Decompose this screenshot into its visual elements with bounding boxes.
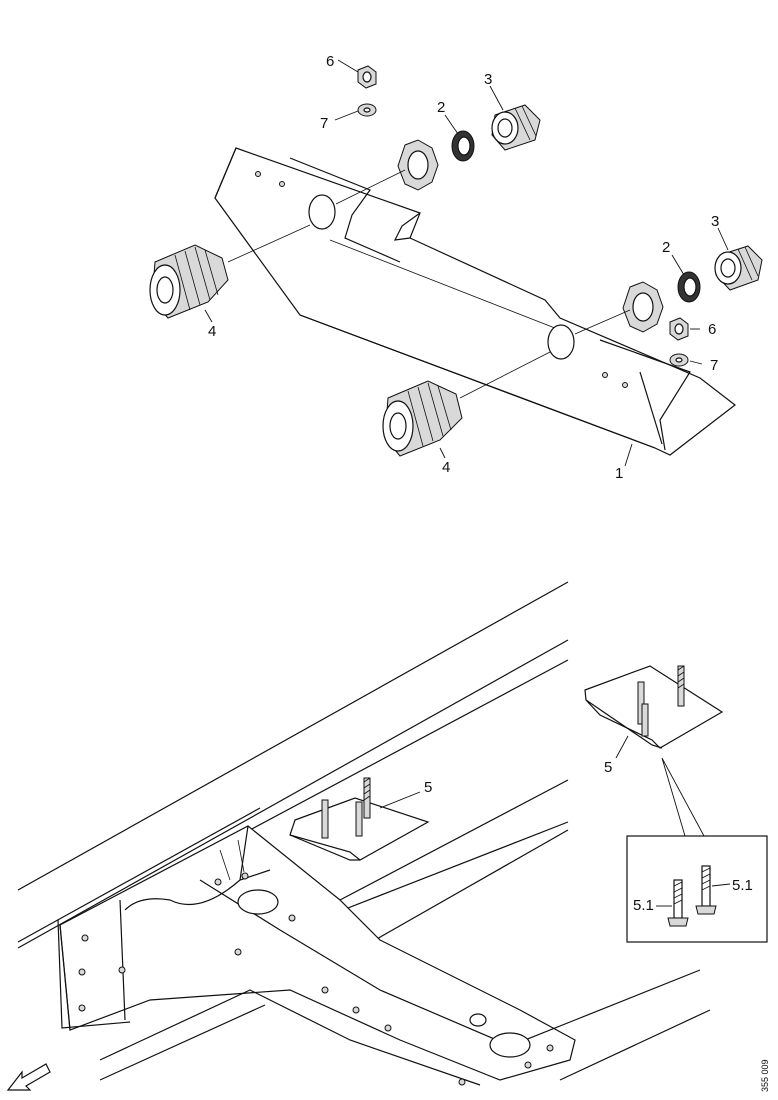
assembly-lines xyxy=(227,169,631,399)
frame-assembly: 5 5 5.1 5.1 xyxy=(17,581,768,1086)
callout-1: 1 xyxy=(615,465,623,482)
callout-2-right: 2 xyxy=(662,239,670,256)
mounting-plate-detail xyxy=(584,665,724,749)
leader-lines xyxy=(204,59,729,467)
cable-fitting-upper xyxy=(491,104,541,151)
nut-upper xyxy=(357,65,377,89)
callout-2-top: 2 xyxy=(437,99,445,116)
callout-7-top: 7 xyxy=(320,115,328,132)
callout-5-1-left: 5.1 xyxy=(633,897,654,914)
sealing-washer-lower xyxy=(677,271,701,303)
lock-nut-upper xyxy=(397,139,439,191)
chassis-frame xyxy=(17,581,711,1086)
callout-4-bottom: 4 xyxy=(442,459,450,476)
callout-6-right: 6 xyxy=(708,321,716,338)
direction-arrow-icon xyxy=(6,1063,51,1091)
lock-nut-lower xyxy=(622,281,664,333)
nut-lower xyxy=(669,317,689,341)
callout-5-1-right: 5.1 xyxy=(732,877,753,894)
cable-fitting-lower xyxy=(714,245,763,291)
callout-6-top: 6 xyxy=(326,53,334,70)
bracket-assembly: 6 7 2 3 2 3 6 7 4 4 1 xyxy=(149,53,763,482)
figure-ref: 355 009 xyxy=(760,1059,770,1092)
bolt-detail-box xyxy=(626,757,768,943)
frame-leader-lines xyxy=(379,735,731,907)
callout-4-left: 4 xyxy=(208,323,216,340)
callout-3-top: 3 xyxy=(484,71,492,88)
washer-lower xyxy=(669,353,689,367)
cable-gland-bottom xyxy=(382,380,463,457)
callout-5-frame: 5 xyxy=(424,779,432,796)
callout-5-plate: 5 xyxy=(604,759,612,776)
mounting-bracket xyxy=(214,147,736,456)
washer-upper xyxy=(357,103,377,117)
sealing-washer-upper xyxy=(451,130,475,162)
callout-7-right: 7 xyxy=(710,357,718,374)
cable-gland-left xyxy=(149,244,229,319)
bolt-right xyxy=(695,865,717,915)
mounting-plate-installed xyxy=(289,777,430,861)
bolt-left xyxy=(667,879,689,927)
callout-3-right: 3 xyxy=(711,213,719,230)
